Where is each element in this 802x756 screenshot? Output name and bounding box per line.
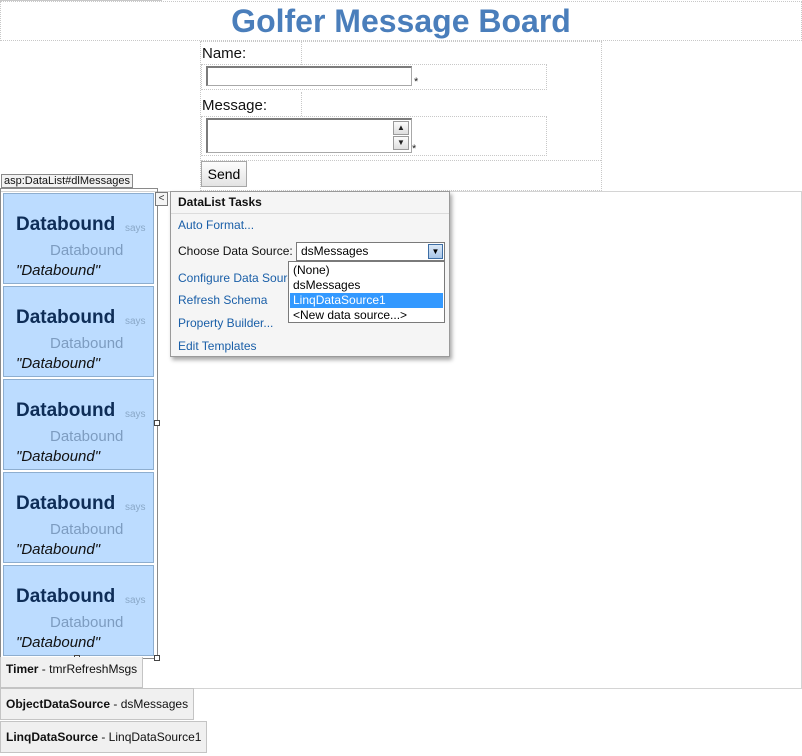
smart-tag-collapse-icon[interactable]: < <box>155 192 168 206</box>
message-cell <box>201 116 547 156</box>
item-says: says <box>125 316 146 327</box>
option-new-data-source[interactable]: <New data source...> <box>293 308 408 322</box>
form-row-divider <box>201 160 601 161</box>
scroll-up-arrow-icon[interactable]: ▲ <box>393 121 409 135</box>
data-source-selected-value: dsMessages <box>301 244 369 258</box>
item-user: Databound <box>16 214 116 235</box>
item-user: Databound <box>16 307 116 328</box>
item-says: says <box>125 502 146 513</box>
name-cell <box>201 64 547 90</box>
send-button[interactable]: Send <box>201 161 247 187</box>
item-says: says <box>125 223 146 234</box>
timer-type: Timer <box>6 662 39 676</box>
name-required-marker: * <box>414 76 419 88</box>
linq-name: - LinqDataSource1 <box>98 730 202 744</box>
refresh-schema-link[interactable]: Refresh Schema <box>178 293 268 307</box>
datalist-item: Databound says Databound "Databound" <box>3 472 154 563</box>
item-message: "Databound" <box>16 448 101 465</box>
page-title: Golfer Message Board <box>231 3 571 39</box>
auto-format-link[interactable]: Auto Format... <box>178 218 255 232</box>
ods-name: - dsMessages <box>110 697 189 711</box>
item-subtitle: Databound <box>50 335 124 352</box>
item-message: "Databound" <box>16 541 101 558</box>
name-label: Name: <box>202 45 247 62</box>
scroll-down-arrow-icon[interactable]: ▼ <box>393 136 409 150</box>
choose-data-source-label: Choose Data Source: <box>178 244 293 258</box>
form-cell-divider-2 <box>301 92 302 116</box>
item-subtitle: Databound <box>50 614 124 631</box>
item-subtitle: Databound <box>50 521 124 538</box>
option-linqdatasource1[interactable]: LinqDataSource1 <box>290 293 443 308</box>
datalist-control[interactable]: Databound says Databound "Databound" Dat… <box>0 188 158 659</box>
datalist-item: Databound says Databound "Databound" <box>3 193 154 284</box>
datalist-item: Databound says Databound "Databound" <box>3 565 154 656</box>
message-textarea[interactable] <box>206 118 412 153</box>
ods-type: ObjectDataSource <box>6 697 111 711</box>
datalist-item: Databound says Databound "Databound" <box>3 286 154 377</box>
item-user: Databound <box>16 586 116 607</box>
edit-templates-link[interactable]: Edit Templates <box>178 339 257 353</box>
tasks-title: DataList Tasks <box>178 195 262 209</box>
item-message: "Databound" <box>16 355 101 372</box>
item-says: says <box>125 409 146 420</box>
resize-handle-corner[interactable] <box>154 655 160 661</box>
configure-data-source-link[interactable]: Configure Data Source... <box>178 271 290 285</box>
objectdatasource-component[interactable]: ObjectDataSource - dsMessages <box>0 688 195 720</box>
item-subtitle: Databound <box>50 242 124 259</box>
dropdown-arrow-icon[interactable]: ▼ <box>428 244 443 259</box>
property-builder-link[interactable]: Property Builder... <box>178 316 274 330</box>
item-message: "Databound" <box>16 634 101 651</box>
item-subtitle: Databound <box>50 428 124 445</box>
option-dsmessages[interactable]: dsMessages <box>293 278 361 292</box>
entry-form-table <box>200 41 602 191</box>
data-source-select[interactable]: dsMessages ▼ <box>296 242 445 261</box>
linq-type: LinqDataSource <box>6 730 99 744</box>
item-user: Databound <box>16 493 116 514</box>
name-input[interactable] <box>206 66 412 86</box>
message-required-marker: * <box>412 143 417 155</box>
form-cell-divider <box>301 41 302 65</box>
option-none[interactable]: (None) <box>293 263 330 277</box>
datalist-item: Databound says Databound "Databound" <box>3 379 154 470</box>
timer-component[interactable]: Timer - tmrRefreshMsgs <box>0 657 144 688</box>
resize-handle-right[interactable] <box>154 420 160 426</box>
datalist-tag[interactable]: asp:DataList#dlMessages <box>1 174 133 188</box>
data-source-options-list: (None) dsMessages LinqDataSource1 <New d… <box>288 261 445 323</box>
item-user: Databound <box>16 400 116 421</box>
top-divider <box>0 0 162 1</box>
linqdatasource-component[interactable]: LinqDataSource - LinqDataSource1 <box>0 721 208 753</box>
tasks-divider <box>171 213 449 214</box>
item-says: says <box>125 595 146 606</box>
timer-name: - tmrRefreshMsgs <box>38 662 138 676</box>
message-label: Message: <box>202 97 268 114</box>
item-message: "Databound" <box>16 262 101 279</box>
